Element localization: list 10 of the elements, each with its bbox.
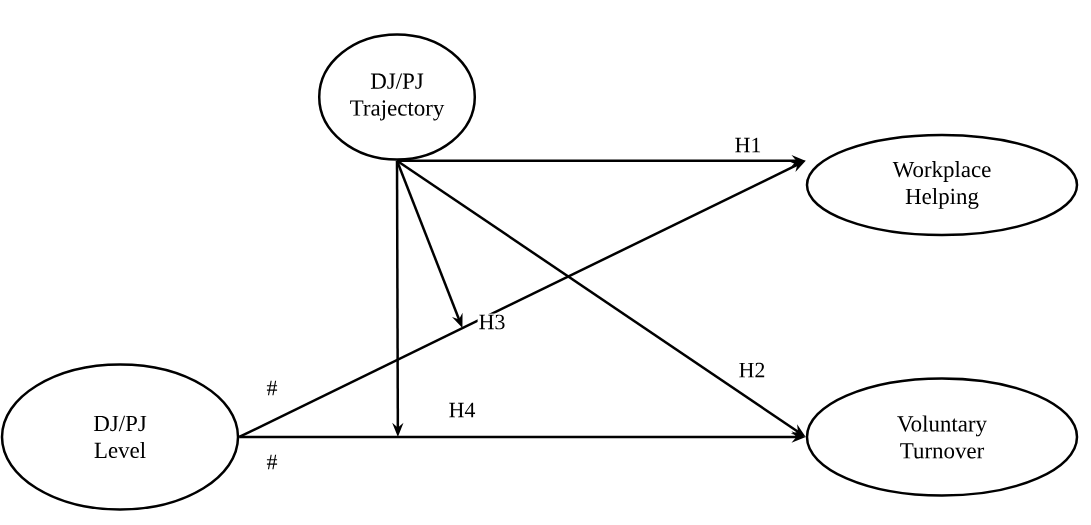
edge-label: H1 — [733, 136, 763, 154]
edge-label: # — [265, 453, 279, 471]
edge-label: # — [265, 379, 279, 397]
edge-label: H3 — [477, 313, 507, 331]
ellipse-node: DJ/PJ Trajectory — [318, 33, 477, 161]
edge-label: H2 — [737, 361, 767, 379]
ellipse-node: Voluntary Turnover — [805, 377, 1079, 497]
ellipse-node: DJ/PJ Level — [0, 363, 240, 511]
ellipse-node: Workplace Helping — [805, 133, 1079, 237]
edge-label: H4 — [447, 401, 477, 419]
